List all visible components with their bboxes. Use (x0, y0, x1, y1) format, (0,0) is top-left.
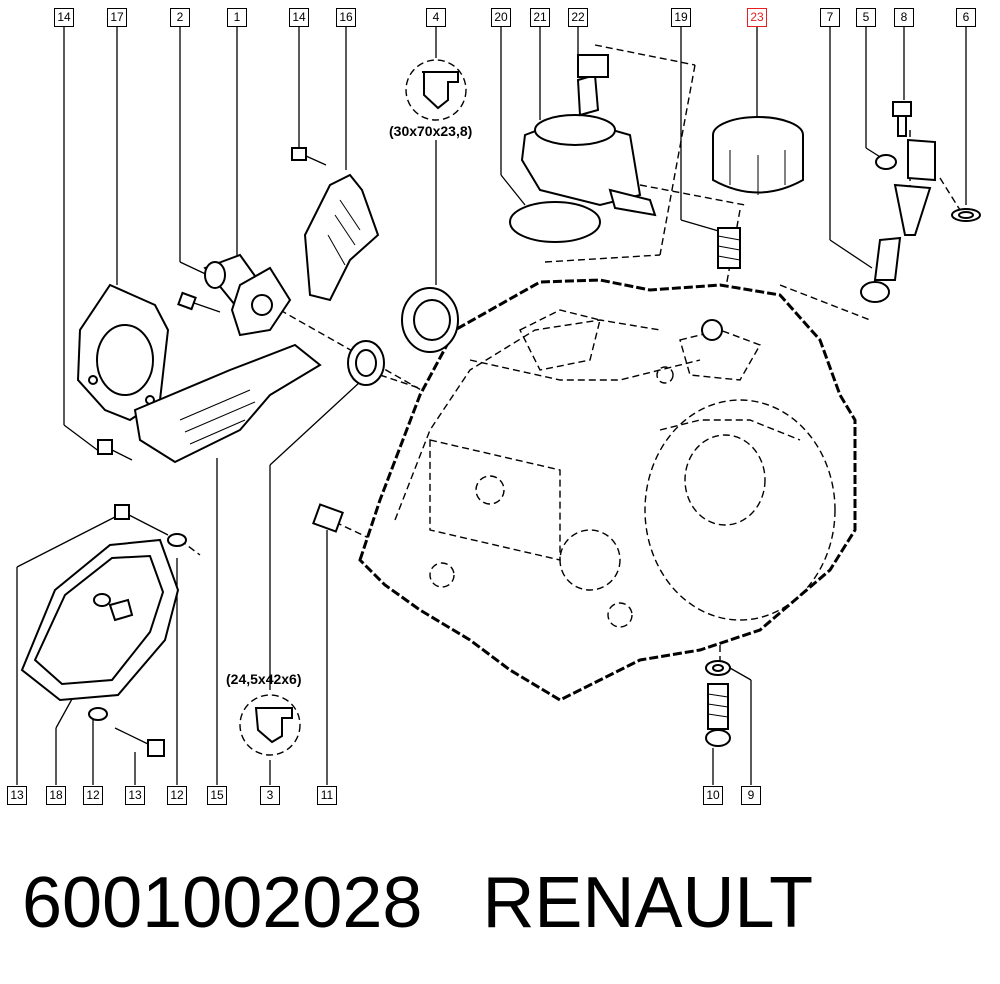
callout-11[interactable]: 11 (317, 786, 337, 805)
callout-17[interactable]: 17 (107, 8, 127, 27)
part-number: 6001002028 (22, 863, 423, 943)
callout-5[interactable]: 5 (856, 8, 876, 27)
seal-3-dimension: (24,5x42x6) (226, 671, 302, 687)
part-15-shield (133, 343, 322, 464)
callout-13[interactable]: 13 (7, 786, 27, 805)
callout-14[interactable]: 14 (54, 8, 74, 27)
oil-cooler-assembly (509, 54, 657, 243)
part-footer: 6001002028 RENAULT (22, 858, 813, 948)
callout-22[interactable]: 22 (568, 8, 588, 27)
callout-10[interactable]: 10 (703, 786, 723, 805)
callout-18[interactable]: 18 (46, 786, 66, 805)
part-19-spring (717, 227, 741, 269)
part-11-plug (312, 503, 344, 533)
callout-6[interactable]: 6 (956, 8, 976, 27)
callout-12[interactable]: 12 (167, 786, 187, 805)
seals (347, 287, 459, 386)
callout-4[interactable]: 4 (426, 8, 446, 27)
callout-23-highlighted[interactable]: 23 (747, 8, 767, 27)
drain-plug (705, 660, 731, 747)
callout-14[interactable]: 14 (289, 8, 309, 27)
callout-7[interactable]: 7 (820, 8, 840, 27)
callout-9[interactable]: 9 (741, 786, 761, 805)
leader-lines (16, 26, 967, 785)
callout-20[interactable]: 20 (491, 8, 511, 27)
seal-4-dimension: (30x70x23,8) (389, 123, 473, 139)
callout-13[interactable]: 13 (125, 786, 145, 805)
callout-21[interactable]: 21 (530, 8, 550, 27)
bolts (97, 147, 327, 461)
part-17-gasket (76, 283, 170, 422)
seal-section-insets (239, 59, 467, 756)
callout-12[interactable]: 12 (83, 786, 103, 805)
part-16-cover (303, 173, 380, 302)
speedo-drive (860, 101, 981, 303)
part-23-filter (712, 116, 804, 195)
gearbox-housing (358, 278, 857, 702)
callout-1[interactable]: 1 (227, 8, 247, 27)
callout-3[interactable]: 3 (260, 786, 280, 805)
side-cover-kit (20, 504, 187, 757)
callout-16[interactable]: 16 (336, 8, 356, 27)
callout-8[interactable]: 8 (894, 8, 914, 27)
callout-2[interactable]: 2 (170, 8, 190, 27)
brand-name: RENAULT (482, 863, 814, 943)
callout-15[interactable]: 15 (207, 786, 227, 805)
part-1-guide-tube (203, 253, 292, 337)
callout-19[interactable]: 19 (671, 8, 691, 27)
